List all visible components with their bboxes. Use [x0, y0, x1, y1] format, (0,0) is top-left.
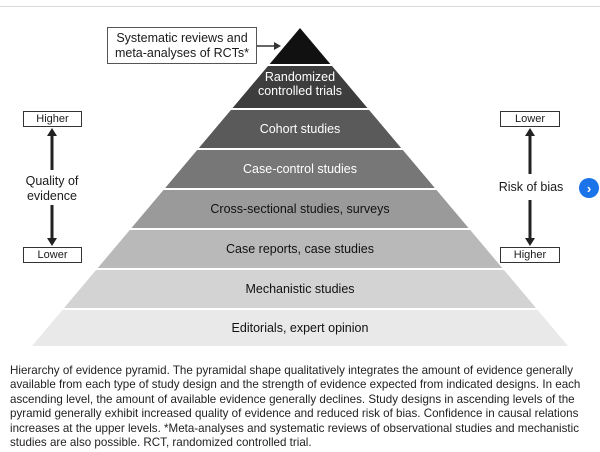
bias-down-arrow-head — [525, 238, 535, 246]
quality-higher-label: Higher — [36, 113, 69, 125]
chevron-right-icon: › — [586, 180, 592, 196]
risk-of-bias-label: Risk of bias — [498, 180, 564, 194]
pyramid-level-label: Cohort studies — [260, 122, 341, 136]
bias-higher-label: Higher — [513, 249, 547, 261]
pyramid-level-4 — [131, 190, 469, 228]
pyramid-level-6 — [64, 270, 536, 308]
bias-lower-box: Lower — [500, 111, 560, 127]
quality-higher-box: Higher — [23, 111, 82, 127]
pyramid-level-3 — [165, 150, 435, 188]
bias-higher-box: Higher — [500, 247, 560, 263]
top-divider — [0, 6, 600, 7]
pyramid-level-label: Editorials, expert opinion — [232, 321, 369, 335]
pyramid-level-label: Case reports, case studies — [226, 242, 374, 256]
pyramid-level-label: Randomized — [265, 70, 335, 84]
pyramid-level-label: Cross-sectional studies, surveys — [210, 202, 389, 216]
pyramid-apex-level — [269, 28, 331, 64]
next-arrow-button[interactable]: › — [579, 178, 599, 198]
pyramid-level-5 — [97, 230, 503, 268]
bias-lower-label: Lower — [515, 113, 545, 125]
pyramid-level-label: controlled trials — [258, 84, 342, 98]
quality-up-arrow-head — [47, 128, 57, 136]
pyramid-level-7 — [32, 310, 568, 346]
pyramid-level-1 — [232, 66, 368, 108]
figure-caption: Hierarchy of evidence pyramid. The pyram… — [10, 364, 581, 450]
quality-of-evidence-label: Quality of evidence — [25, 174, 79, 203]
quality-down-arrow-head — [47, 238, 57, 246]
bias-up-arrow-head — [525, 128, 535, 136]
apex-callout-box: Systematic reviews and meta-analyses of … — [107, 27, 257, 64]
quality-lower-box: Lower — [23, 247, 82, 263]
pyramid-level-2 — [198, 110, 402, 148]
pyramid-level-label: Case-control studies — [243, 162, 357, 176]
quality-lower-label: Lower — [37, 249, 68, 261]
apex-callout-text: Systematic reviews and meta-analyses of … — [114, 31, 250, 60]
pyramid-level-label: Mechanistic studies — [245, 282, 354, 296]
callout-arrow-head — [274, 42, 281, 50]
